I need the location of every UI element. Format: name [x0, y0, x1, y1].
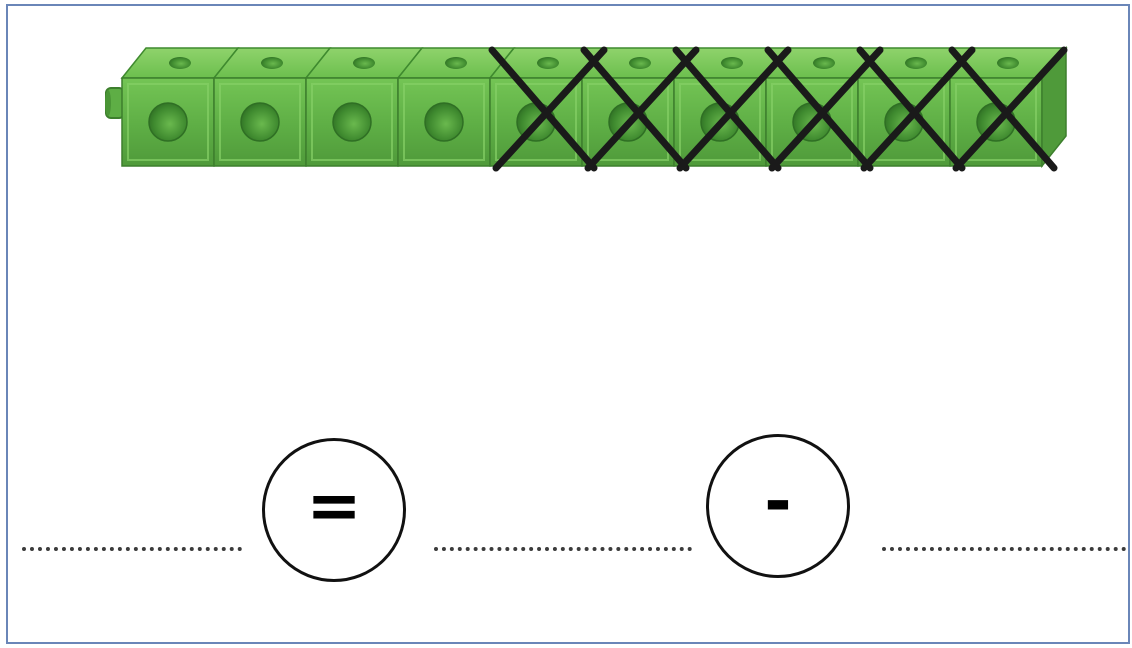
- answer-blank-2[interactable]: [434, 547, 692, 551]
- cube-top-hole: [905, 57, 927, 69]
- cube-top-hole: [629, 57, 651, 69]
- worksheet-frame: = -: [6, 4, 1130, 644]
- cube-front-hole: [241, 103, 279, 141]
- cube-front-hole: [333, 103, 371, 141]
- cube-top-hole: [537, 57, 559, 69]
- cube-front-hole: [425, 103, 463, 141]
- cube-top-hole: [997, 57, 1019, 69]
- cube-top-hole: [353, 57, 375, 69]
- cube-top-hole: [261, 57, 283, 69]
- cube-front-hole: [149, 103, 187, 141]
- equals-sign: =: [306, 473, 361, 539]
- cube-train: [104, 36, 1094, 182]
- cube-top-hole: [445, 57, 467, 69]
- operator-circle-minus: -: [706, 434, 850, 578]
- answer-blank-1[interactable]: [22, 547, 242, 551]
- cube-top-hole: [169, 57, 191, 69]
- cube-connector-peg-tip: [105, 90, 111, 116]
- operator-circle-equals: =: [262, 438, 406, 582]
- cube-top-hole: [813, 57, 835, 69]
- cube-top-hole: [721, 57, 743, 69]
- cube-train-graphic: [104, 36, 1094, 182]
- answer-blank-3[interactable]: [882, 547, 1126, 551]
- minus-sign: -: [764, 469, 791, 535]
